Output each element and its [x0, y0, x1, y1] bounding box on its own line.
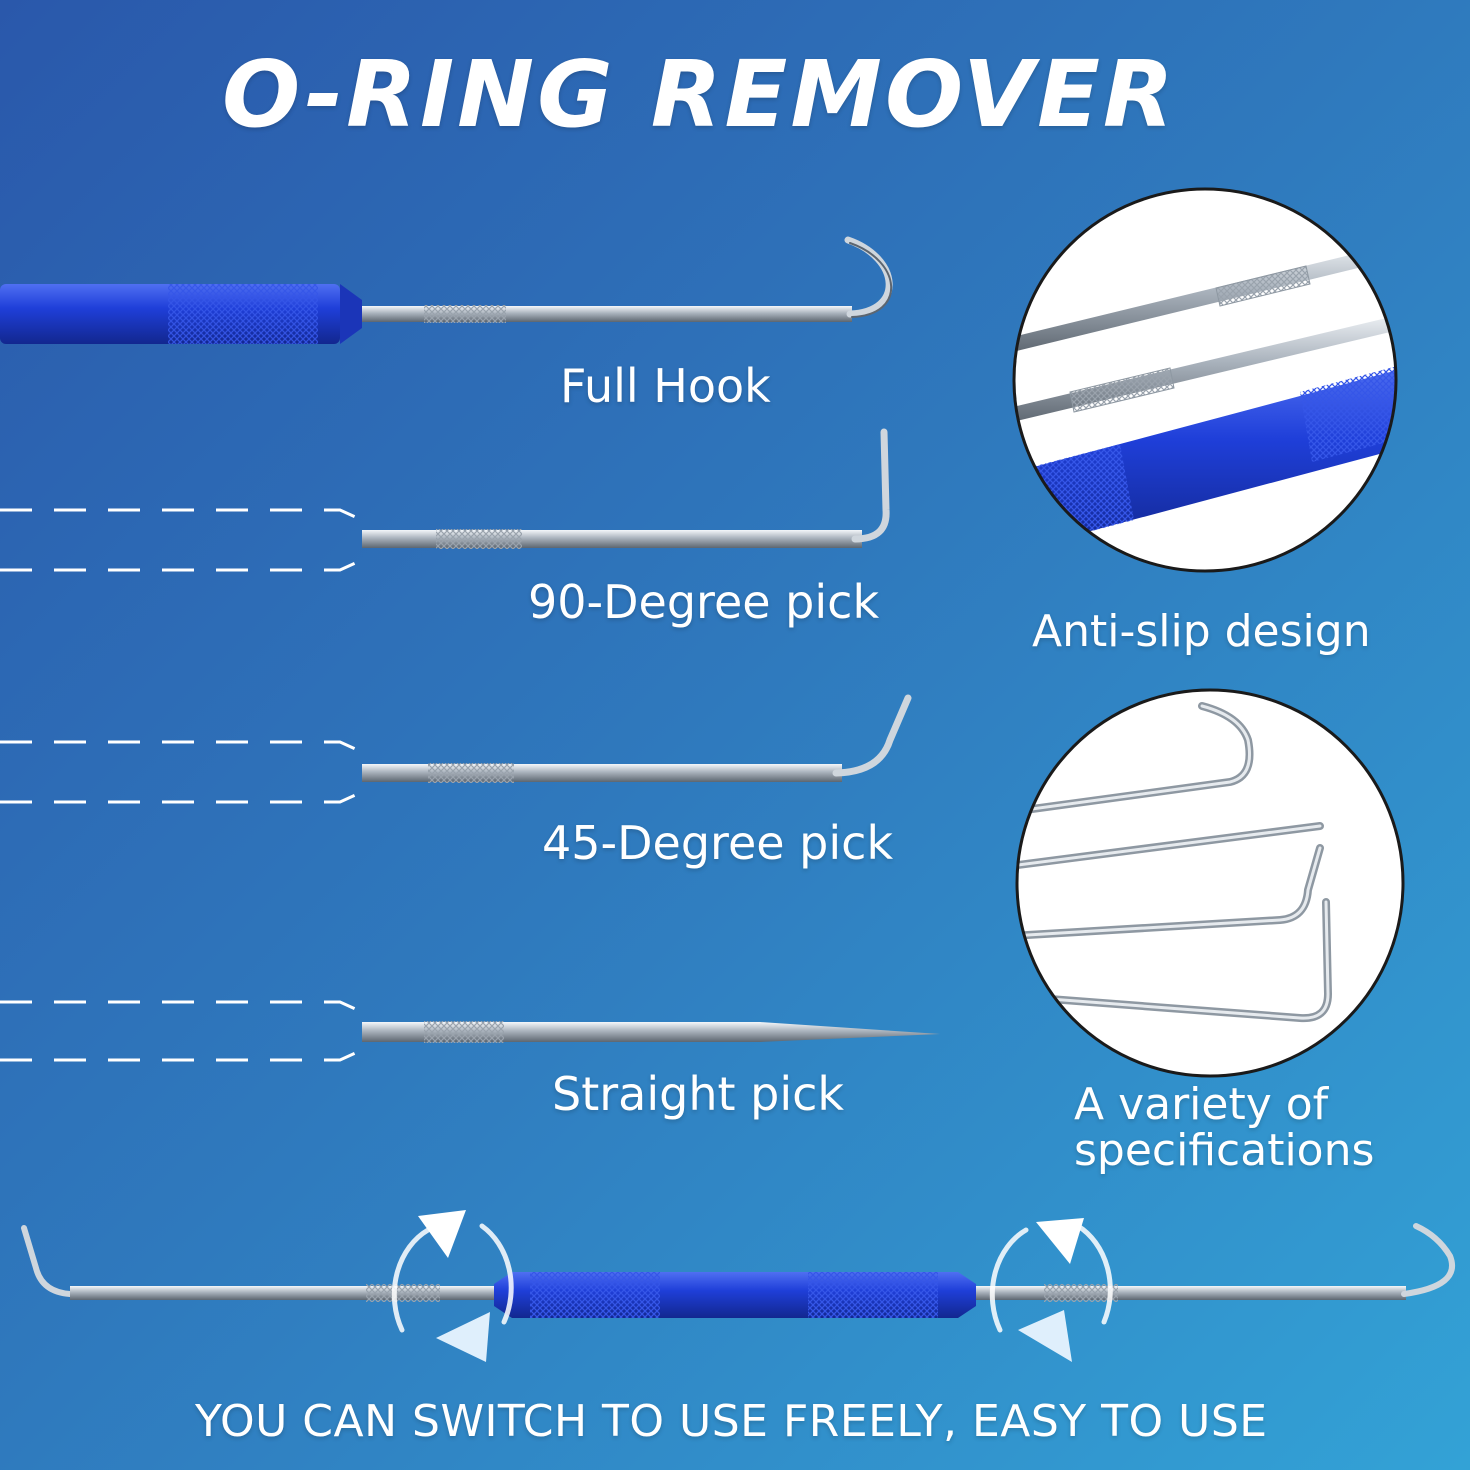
right-hook-tip	[1401, 1223, 1455, 1297]
right-knurl	[1044, 1284, 1118, 1302]
full-hook-tip-shade	[849, 242, 893, 318]
full-hook-label: Full Hook	[560, 359, 771, 413]
pick-90-label: 90-Degree pick	[528, 575, 880, 629]
straight-pick-label: Straight pick	[552, 1067, 845, 1121]
straight-pick-handle-outline	[0, 1000, 363, 1062]
rotate-arrows-icon	[989, 1218, 1113, 1362]
right-shaft	[976, 1286, 1406, 1300]
pick-90-knurl	[436, 529, 522, 549]
center-handle-knurl-left	[530, 1272, 660, 1318]
variety-circle	[1017, 690, 1403, 1076]
double-ended-tool	[21, 1223, 1455, 1318]
pick-90-tool	[0, 428, 890, 572]
page-title: O-RING REMOVER	[222, 41, 1177, 148]
full-hook-handle-tip	[340, 284, 362, 344]
pick-90-tip	[851, 428, 890, 543]
anti-slip-closeup	[1012, 187, 1398, 573]
variety-label: A variety of specifications	[1074, 1079, 1375, 1176]
pick-90-handle-outline	[0, 508, 363, 572]
full-hook-handle-knurl	[168, 284, 318, 344]
pick-45-handle-outline	[0, 740, 363, 804]
straight-pick-tool	[0, 1000, 940, 1062]
full-hook-tip	[844, 236, 893, 318]
full-hook-knurl	[424, 305, 506, 323]
anti-slip-label: Anti-slip design	[1032, 606, 1371, 657]
straight-pick-knurl	[424, 1021, 504, 1043]
pick-45-tool	[0, 694, 912, 804]
left-knurl	[366, 1284, 440, 1302]
pick-45-knurl	[428, 763, 514, 783]
center-handle-knurl-right	[808, 1272, 938, 1318]
variety-closeup	[1015, 688, 1405, 1078]
left-hook-tip	[21, 1225, 73, 1297]
full-hook-tool	[0, 236, 893, 344]
rotate-arrows-icon	[391, 1210, 514, 1362]
footer-caption: YOU CAN SWITCH TO USE FREELY, EASY TO US…	[195, 1396, 1268, 1447]
pick-45-label: 45-Degree pick	[542, 816, 894, 870]
straight-pick-shaft	[362, 1022, 940, 1042]
pick-45-tip	[832, 694, 912, 777]
